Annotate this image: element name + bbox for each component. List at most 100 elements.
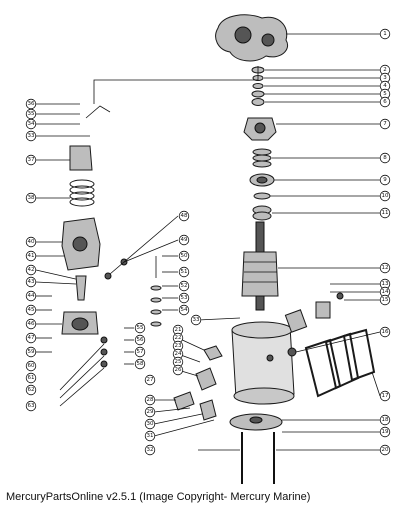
callout-number-57: 57 <box>137 349 144 355</box>
callout-number-3: 3 <box>383 75 387 81</box>
callout-circle-1 <box>379 28 391 40</box>
callout-number-24: 24 <box>175 351 182 357</box>
callout-circle-62 <box>25 384 37 396</box>
callout-circle-40 <box>25 236 37 248</box>
terminal-hardware <box>153 317 241 437</box>
callout-circle-20 <box>379 444 391 456</box>
middle-hardware <box>59 215 179 407</box>
callout-number-31: 31 <box>147 433 154 439</box>
callout-number-4: 4 <box>383 83 387 89</box>
callout-number-38: 38 <box>28 195 35 201</box>
callout-number-12: 12 <box>382 265 389 271</box>
callout-number-17: 17 <box>382 393 389 399</box>
callout-number-37: 37 <box>28 157 35 163</box>
solenoid-parts <box>35 66 259 353</box>
callout-number-18: 18 <box>382 417 389 423</box>
callout-number-6: 6 <box>383 99 387 105</box>
callout-number-62: 62 <box>28 387 35 393</box>
callout-number-32: 32 <box>147 447 154 453</box>
clutch-spring <box>249 148 380 221</box>
callout-number-42: 42 <box>28 267 35 273</box>
callout-number-60: 60 <box>28 363 35 369</box>
callout-number-51: 51 <box>181 269 188 275</box>
callout-circle-60 <box>25 360 37 372</box>
callout-circle-26 <box>172 364 184 376</box>
callout-circle-28 <box>144 394 156 406</box>
callout-number-11: 11 <box>382 210 389 216</box>
callout-circle-43 <box>25 276 37 288</box>
through-bolts <box>198 432 380 484</box>
callout-circle-42 <box>25 264 37 276</box>
callout-number-52: 52 <box>181 283 188 289</box>
callout-circle-58 <box>134 358 146 370</box>
callout-circle-6 <box>379 96 391 108</box>
callout-number-44: 44 <box>28 293 35 299</box>
callout-number-23: 23 <box>175 343 182 349</box>
callout-number-19: 19 <box>382 429 389 435</box>
callout-number-9: 9 <box>383 177 387 183</box>
callout-number-20: 20 <box>382 447 389 453</box>
callout-circle-61 <box>25 372 37 384</box>
callout-circle-10 <box>379 190 391 202</box>
callout-number-29: 29 <box>147 409 154 415</box>
callout-number-16: 16 <box>382 329 389 335</box>
callout-circle-27 <box>144 374 156 386</box>
callout-circle-16 <box>379 326 391 338</box>
callout-circle-9 <box>379 174 391 186</box>
callout-number-13: 13 <box>382 281 389 287</box>
callout-number-15: 15 <box>382 297 389 303</box>
washer-stack <box>251 66 380 106</box>
callout-number-43: 43 <box>28 279 35 285</box>
callout-number-58: 58 <box>137 361 144 367</box>
callout-number-7: 7 <box>383 121 387 127</box>
callout-circle-52 <box>178 280 190 292</box>
callout-circle-33 <box>190 314 202 326</box>
callout-circle-12 <box>379 262 391 274</box>
callout-number-40: 40 <box>28 239 35 245</box>
callout-number-26: 26 <box>175 367 182 373</box>
callout-circle-53 <box>178 292 190 304</box>
gasket-set <box>304 328 381 398</box>
callout-number-1: 1 <box>383 31 387 37</box>
callout-number-55: 55 <box>137 325 144 331</box>
callout-circle-38 <box>25 192 37 204</box>
callout-circle-59 <box>25 346 37 358</box>
callout-circle-47 <box>25 332 37 344</box>
drive-pinion <box>243 117 380 141</box>
callout-circle-8 <box>379 152 391 164</box>
callout-circle-57 <box>134 346 146 358</box>
callout-number-14: 14 <box>382 289 389 295</box>
callout-number-47: 47 <box>28 335 35 341</box>
callout-number-41: 41 <box>28 253 35 259</box>
callout-number-36: 36 <box>28 101 35 107</box>
callout-circle-15 <box>379 294 391 306</box>
callout-number-56: 56 <box>137 337 144 343</box>
callout-number-2: 2 <box>383 67 387 73</box>
callout-circle-34 <box>25 118 37 130</box>
callout-circle-50 <box>178 250 190 262</box>
callout-number-63: 63 <box>28 403 35 409</box>
callout-number-33: 33 <box>193 317 200 323</box>
callout-circle-41 <box>25 250 37 262</box>
callout-circle-37 <box>25 154 37 166</box>
field-frame <box>231 321 295 405</box>
callout-circle-51 <box>178 266 190 278</box>
callout-number-10: 10 <box>382 193 389 199</box>
callout-circle-54 <box>178 304 190 316</box>
callout-circle-55 <box>134 322 146 334</box>
callout-number-27: 27 <box>147 377 154 383</box>
callout-circle-11 <box>379 207 391 219</box>
callout-circle-56 <box>134 334 146 346</box>
end-plate <box>229 413 380 433</box>
callout-circle-46 <box>25 318 37 330</box>
callout-number-21: 21 <box>175 327 182 333</box>
armature <box>241 221 380 311</box>
callout-circle-31 <box>144 430 156 442</box>
callout-circle-17 <box>379 390 391 402</box>
callout-number-34: 34 <box>28 121 35 127</box>
callout-circle-30 <box>144 418 156 430</box>
brush-parts <box>284 283 381 357</box>
callout-number-35: 35 <box>28 111 35 117</box>
image-caption: MercuryPartsOnline v2.5.1 (Image Copyrig… <box>6 491 311 503</box>
callout-number-8: 8 <box>383 155 387 161</box>
